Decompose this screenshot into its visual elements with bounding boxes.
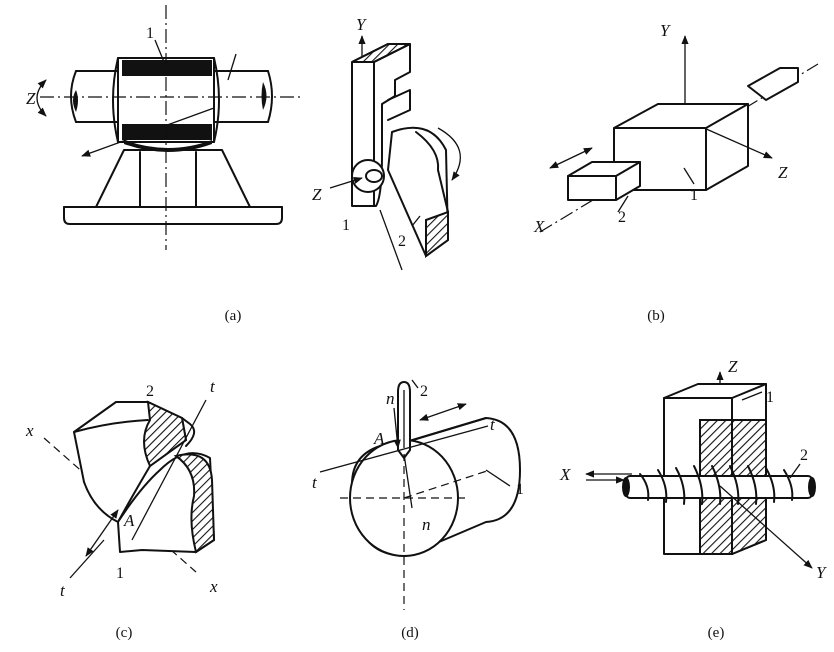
panel-a-z-label: Z bbox=[26, 89, 36, 108]
panel-c-higher-pair: x x t t A 1 2 bbox=[25, 377, 218, 600]
panel-d-caption: (d) bbox=[401, 625, 419, 641]
panel-d-t-right-label: t bbox=[490, 415, 496, 434]
panel-a-pin-z-label: Z bbox=[312, 185, 322, 204]
panel-b-caption: (b) bbox=[647, 308, 665, 324]
panel-b-z-label: Z bbox=[778, 163, 788, 182]
panel-c-caption: (c) bbox=[116, 625, 133, 641]
panel-a-bearing: Z 1 bbox=[26, 5, 300, 250]
panel-c-x-bottom-label: x bbox=[209, 577, 218, 596]
panel-a-hinge: Y Z 1 2 bbox=[312, 15, 461, 271]
panel-e-part1-label: 1 bbox=[766, 389, 774, 406]
panel-c-x-top-label: x bbox=[25, 421, 34, 440]
panel-c-a-label: A bbox=[123, 511, 135, 530]
panel-d-point-contact: n n t t A 1 2 bbox=[312, 379, 524, 610]
panel-a-y-label: Y bbox=[356, 15, 367, 34]
panel-a-caption: (a) bbox=[225, 308, 242, 324]
panel-c-part2-label: 2 bbox=[146, 383, 154, 400]
panel-d-part1-label: 1 bbox=[516, 481, 524, 498]
panel-d-n-bottom-label: n bbox=[422, 515, 431, 534]
panel-b-x-label: X bbox=[533, 217, 545, 236]
panel-b-prismatic: Y Z X 1 2 bbox=[533, 21, 819, 236]
panel-d-n-top-label: n bbox=[386, 389, 395, 408]
panel-e-caption: (e) bbox=[708, 625, 725, 641]
panel-c-t-bottom-label: t bbox=[60, 581, 66, 600]
panel-e-x-label: X bbox=[559, 465, 571, 484]
panel-a-hinge-part1-label: 1 bbox=[342, 217, 350, 234]
panel-a-part1-label: 1 bbox=[146, 25, 154, 42]
panel-b-part1-label: 1 bbox=[690, 187, 698, 204]
panel-d-a-label: A bbox=[373, 429, 385, 448]
panel-b-part2-label: 2 bbox=[618, 209, 626, 226]
panel-c-part1-label: 1 bbox=[116, 565, 124, 582]
panel-a-hinge-part2-label: 2 bbox=[398, 233, 406, 250]
panel-e-z-label: Z bbox=[728, 357, 738, 376]
panel-e-part2-label: 2 bbox=[800, 447, 808, 464]
panel-e-screw-pair: Z X Y 1 2 bbox=[559, 357, 827, 582]
panel-d-t-left-label: t bbox=[312, 473, 318, 492]
panel-e-y-label: Y bbox=[816, 563, 827, 582]
panel-c-t-top-label: t bbox=[210, 377, 216, 396]
panel-b-y-label: Y bbox=[660, 21, 671, 40]
panel-d-part2-label: 2 bbox=[420, 383, 428, 400]
